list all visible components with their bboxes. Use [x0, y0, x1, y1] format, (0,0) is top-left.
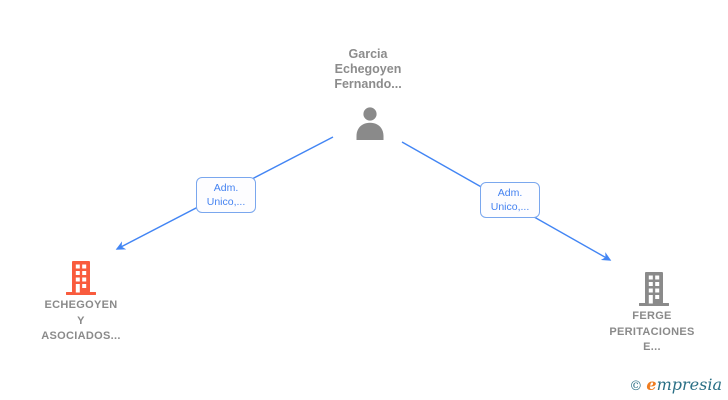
- node-company-left-label[interactable]: ECHEGOYEN Y ASOCIADOS...: [6, 298, 156, 345]
- person-icon[interactable]: [355, 106, 385, 140]
- person-name-line: Fernando...: [334, 77, 402, 91]
- building-icon[interactable]: [65, 261, 97, 295]
- building-icon[interactable]: [638, 272, 670, 306]
- company-name-line: PERITACIONES: [609, 325, 695, 338]
- person-name-line: Echegoyen: [334, 62, 402, 76]
- edge-label-adm-unico-right[interactable]: Adm. Unico,...: [480, 182, 540, 218]
- company-name-line: ECHEGOYEN: [44, 299, 118, 311]
- company-name-line: FERGE: [632, 310, 672, 322]
- copyright-icon: ©: [629, 379, 643, 394]
- company-name-line: Y: [77, 314, 85, 327]
- edge-label-line: Unico,...: [490, 201, 530, 213]
- edge-label-adm-unico-left[interactable]: Adm. Unico,...: [196, 177, 256, 213]
- node-company-right-label[interactable]: FERGE PERITACIONES E...: [577, 309, 727, 356]
- edge-label-line: Adm.: [213, 182, 239, 194]
- company-name-line: E...: [643, 341, 661, 353]
- company-name-line: ASOCIADOS...: [41, 330, 121, 342]
- brand-first-letter: e: [646, 375, 657, 394]
- node-person-label[interactable]: Garcia Echegoyen Fernando...: [288, 47, 448, 92]
- edge-label-line: Unico,...: [206, 196, 246, 208]
- empresia-logo: © empresia: [629, 377, 722, 395]
- brand-rest: mpresia: [656, 375, 722, 394]
- person-name-line: Garcia: [348, 47, 388, 61]
- edge-label-line: Adm.: [497, 187, 523, 199]
- brand-wordmark: empresia: [646, 377, 722, 393]
